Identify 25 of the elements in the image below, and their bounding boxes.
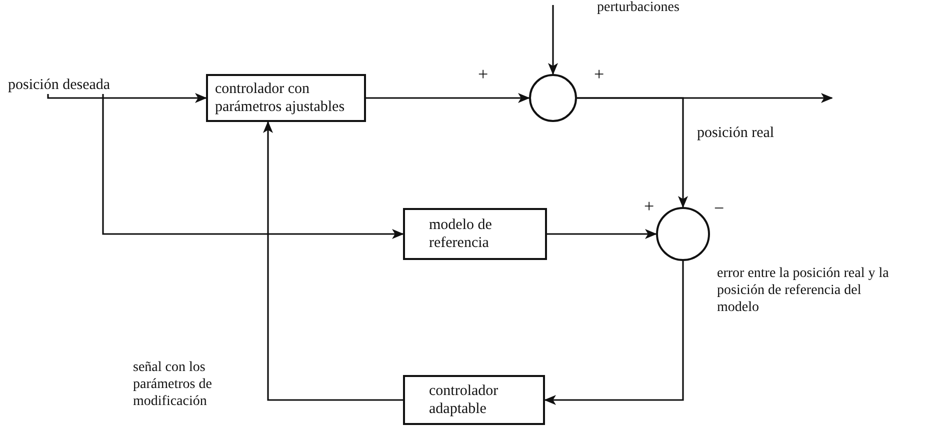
block-box [403, 208, 547, 260]
input-label: posición deseada [8, 76, 130, 94]
signal-label: posición real [697, 124, 774, 142]
block-box [206, 74, 366, 122]
signal-label: perturbaciones [597, 0, 680, 17]
summing-junction [529, 74, 577, 122]
signal-label: error entre la posición real y la posición de referencia del modelo [717, 266, 890, 316]
arrow [547, 229, 657, 239]
arrow [544, 261, 684, 405]
arrow [577, 97, 688, 208]
block-label: controlador adaptable [429, 382, 500, 418]
arrow [47, 93, 207, 103]
signal-label: señal con los parámetros de modificación [133, 360, 213, 410]
arrow [263, 121, 403, 401]
arrow [548, 5, 558, 75]
arrow [102, 94, 404, 239]
arrow [366, 93, 530, 103]
summing-junction [656, 207, 710, 261]
block-label: modelo de referencia [429, 216, 493, 252]
block-box [403, 375, 545, 425]
block-label: controlador con parámetros ajustables [215, 80, 346, 116]
signal-label: + [478, 64, 488, 86]
signal-label: + [644, 196, 654, 218]
signal-label: + [594, 64, 604, 86]
signal-label: − [714, 198, 724, 220]
